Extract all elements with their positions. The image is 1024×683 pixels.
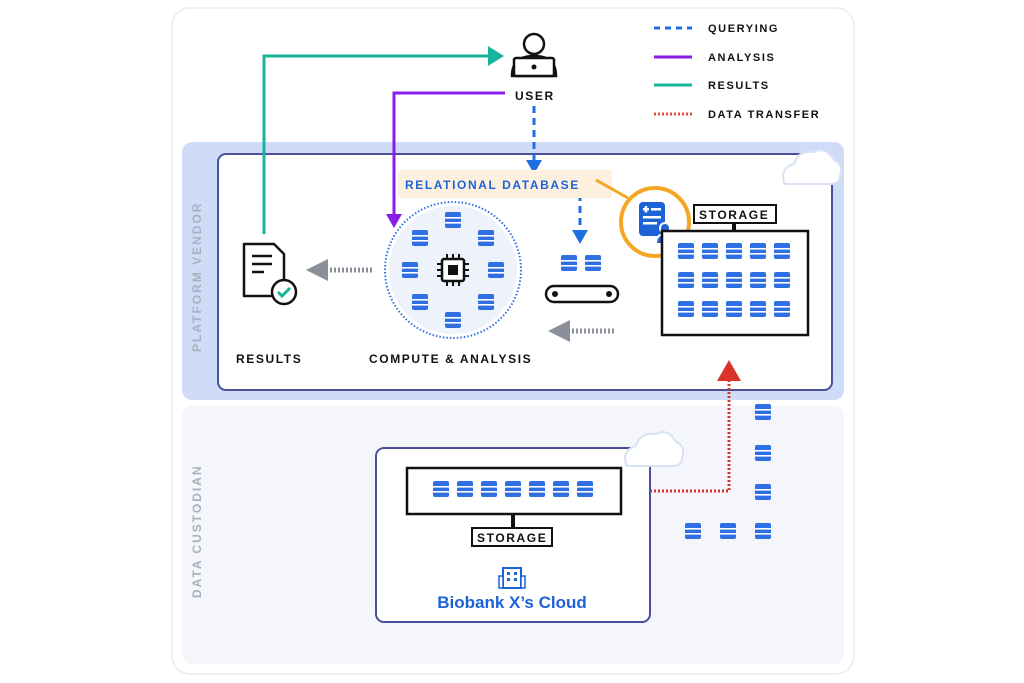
- document-check-icon: [242, 242, 298, 306]
- analysis-flow: [392, 91, 505, 218]
- legend-querying: QUERYING: [708, 23, 779, 35]
- cloud-icon: [624, 431, 685, 467]
- section-label-platform-vendor: PLATFORM VENDOR: [190, 202, 204, 352]
- cpu-chip-icon: [437, 254, 469, 286]
- section-label-data-custodian: DATA CUSTODIAN: [190, 464, 204, 598]
- cloud-icon: [782, 149, 843, 185]
- biobank-title: Biobank X’s Cloud: [437, 593, 587, 612]
- user-label: USER: [515, 89, 555, 103]
- results-flow: [262, 54, 490, 234]
- storage-custodian-label: STORAGE: [477, 531, 547, 545]
- compute-label: COMPUTE & ANALYSIS: [369, 352, 532, 366]
- user-laptop-icon: [510, 32, 558, 78]
- legend-results: RESULTS: [708, 80, 770, 92]
- relational-database-label: RELATIONAL DATABASE: [405, 178, 580, 192]
- conveyor-icon: [544, 255, 620, 304]
- legend: QUERYING ANALYSIS RESULTS DATA TRANSFER: [654, 23, 820, 121]
- results-label: RESULTS: [236, 352, 302, 366]
- storage-custodian: [405, 466, 623, 547]
- storage-vendor: [660, 204, 810, 337]
- storage-vendor-label: STORAGE: [699, 208, 769, 222]
- data-transfer-flow: [622, 380, 731, 493]
- legend-analysis: ANALYSIS: [708, 52, 775, 64]
- relational-database-chip: [398, 170, 612, 198]
- legend-data-transfer: DATA TRANSFER: [708, 109, 820, 121]
- building-icon: [498, 567, 526, 589]
